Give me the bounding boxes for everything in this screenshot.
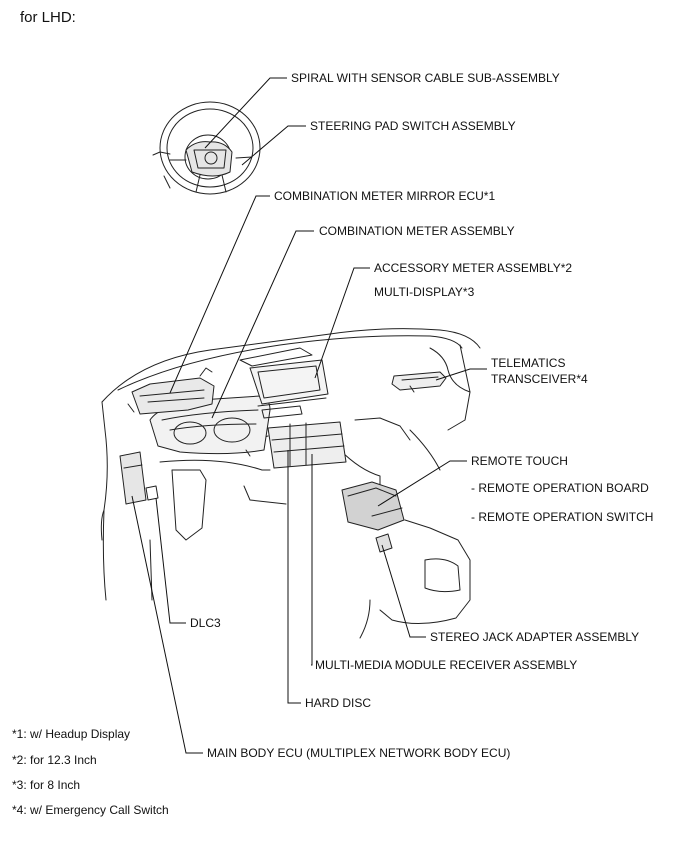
label-combination-meter: COMBINATION METER ASSEMBLY	[319, 224, 515, 238]
label-accessory-meter: ACCESSORY METER ASSEMBLY*2	[374, 261, 573, 275]
main-body-ecu-drawing	[119, 451, 159, 505]
mirror-ecu-drawing	[127, 367, 215, 415]
label-telematics-transceiver: TRANSCEIVER*4	[491, 372, 588, 386]
label-main-body-ecu: MAIN BODY ECU (MULTIPLEX NETWORK BODY EC…	[207, 746, 511, 760]
footnote-3: *3: for 8 Inch	[12, 778, 81, 792]
leader-comb-meter	[211, 230, 314, 419]
label-multi-display: MULTI-DISPLAY*3	[374, 285, 475, 299]
leader-steering-pad	[241, 125, 306, 166]
label-remote-touch: REMOTE TOUCH	[471, 454, 568, 468]
accessory-meter-drawing	[249, 359, 329, 419]
label-remote-operation-board: - REMOTE OPERATION BOARD	[471, 481, 649, 495]
label-spiral-cable: SPIRAL WITH SENSOR CABLE SUB-ASSEMBLY	[291, 71, 560, 85]
telematics-drawing	[391, 371, 447, 393]
footnote-1: *1: w/ Headup Display	[12, 727, 131, 741]
label-dlc3: DLC3	[190, 616, 221, 630]
label-remote-operation-switch: - REMOTE OPERATION SWITCH	[471, 510, 654, 524]
leader-dlc3	[155, 497, 186, 624]
label-multimedia-receiver: MULTI-MEDIA MODULE RECEIVER ASSEMBLY	[315, 658, 578, 672]
leader-telematics	[435, 368, 487, 381]
label-hard-disc: HARD DISC	[305, 696, 372, 710]
leader-hard-disc	[287, 450, 301, 704]
label-stereo-jack-adapter: STEREO JACK ADAPTER ASSEMBLY	[430, 630, 640, 644]
multimedia-receiver-drawing	[267, 421, 347, 469]
leader-accessory-meter	[314, 267, 370, 379]
label-telematics: TELEMATICS	[491, 356, 566, 370]
leader-remote-touch	[377, 460, 467, 507]
leader-mirror-ecu	[169, 195, 270, 394]
label-steering-pad-switch: STEERING PAD SWITCH ASSEMBLY	[310, 119, 516, 133]
leader-stereo-jack	[381, 544, 426, 638]
remote-touch-drawing	[341, 481, 405, 553]
footnote-2: *2: for 12.3 Inch	[12, 753, 97, 767]
leader-multimedia	[311, 454, 313, 666]
leader-main-body-ecu	[131, 495, 203, 754]
leader-spiral	[204, 77, 287, 149]
steering-wheel-drawing	[152, 101, 261, 195]
footnote-4: *4: w/ Emergency Call Switch	[12, 803, 169, 817]
label-combination-meter-mirror-ecu: COMBINATION METER MIRROR ECU*1	[274, 189, 496, 203]
page-title: for LHD:	[20, 9, 76, 26]
